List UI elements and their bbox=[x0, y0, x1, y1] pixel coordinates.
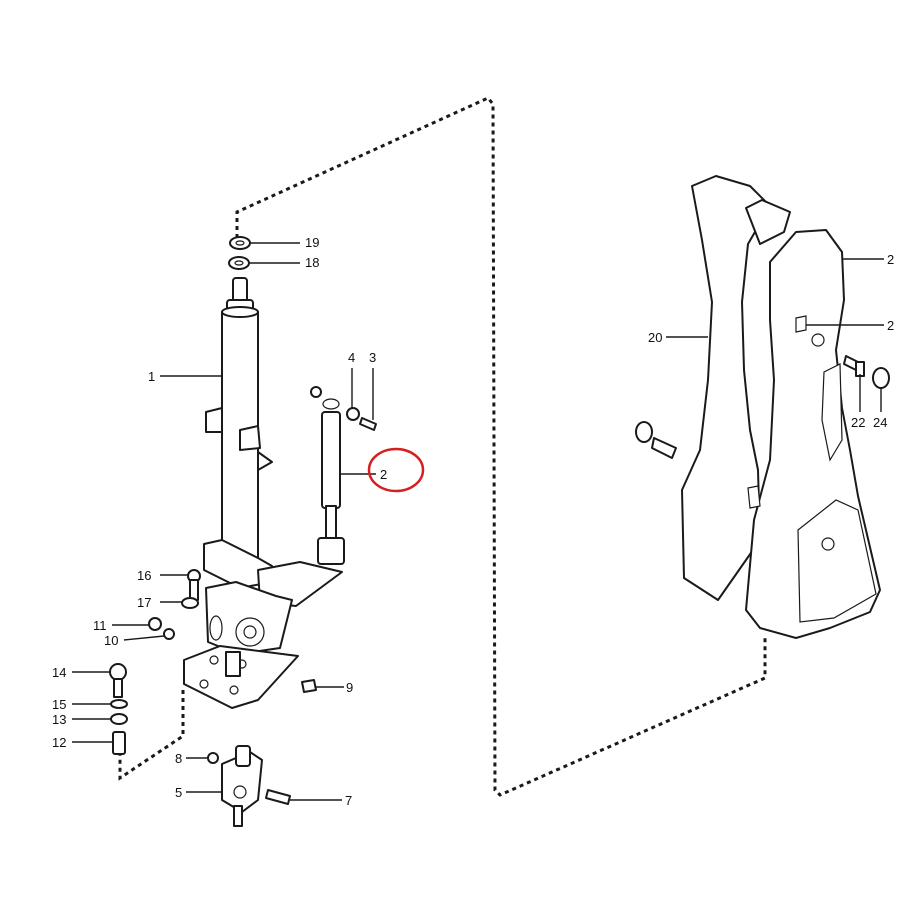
leader-lines bbox=[72, 242, 884, 801]
callout-13: 13 bbox=[52, 712, 66, 727]
callout-16: 16 bbox=[137, 568, 151, 583]
callout-14: 14 bbox=[52, 665, 66, 680]
gas-strut bbox=[317, 398, 345, 565]
callout-7: 7 bbox=[345, 793, 352, 808]
callout-17: 17 bbox=[137, 595, 151, 610]
callout-24: 24 bbox=[873, 415, 887, 430]
callout-5: 5 bbox=[175, 785, 182, 800]
highlight-circle bbox=[367, 447, 425, 493]
callout-2-strut: 2 bbox=[380, 467, 387, 482]
callout-12: 12 bbox=[52, 735, 66, 750]
shell-hardware bbox=[635, 355, 890, 459]
console-shells bbox=[681, 175, 881, 639]
callout-8: 8 bbox=[175, 751, 182, 766]
callout-15: 15 bbox=[52, 697, 66, 712]
callout-3: 3 bbox=[369, 350, 376, 365]
callout-19: 19 bbox=[305, 235, 319, 250]
callout-10: 10 bbox=[104, 633, 118, 648]
callout-labels: 19 18 1 4 3 2 16 17 11 10 14 15 13 12 9 … bbox=[52, 235, 894, 808]
callout-11: 11 bbox=[93, 618, 107, 633]
callout-22: 22 bbox=[851, 415, 865, 430]
callout-2-shell: 2 bbox=[887, 252, 894, 267]
callout-20: 20 bbox=[648, 330, 662, 345]
callout-18: 18 bbox=[305, 255, 319, 270]
callout-4: 4 bbox=[348, 350, 355, 365]
callout-2-clip: 2 bbox=[887, 318, 894, 333]
callout-1: 1 bbox=[148, 369, 155, 384]
steering-column bbox=[183, 277, 343, 709]
assembly-dashed-lines bbox=[118, 96, 767, 797]
callout-9: 9 bbox=[346, 680, 353, 695]
